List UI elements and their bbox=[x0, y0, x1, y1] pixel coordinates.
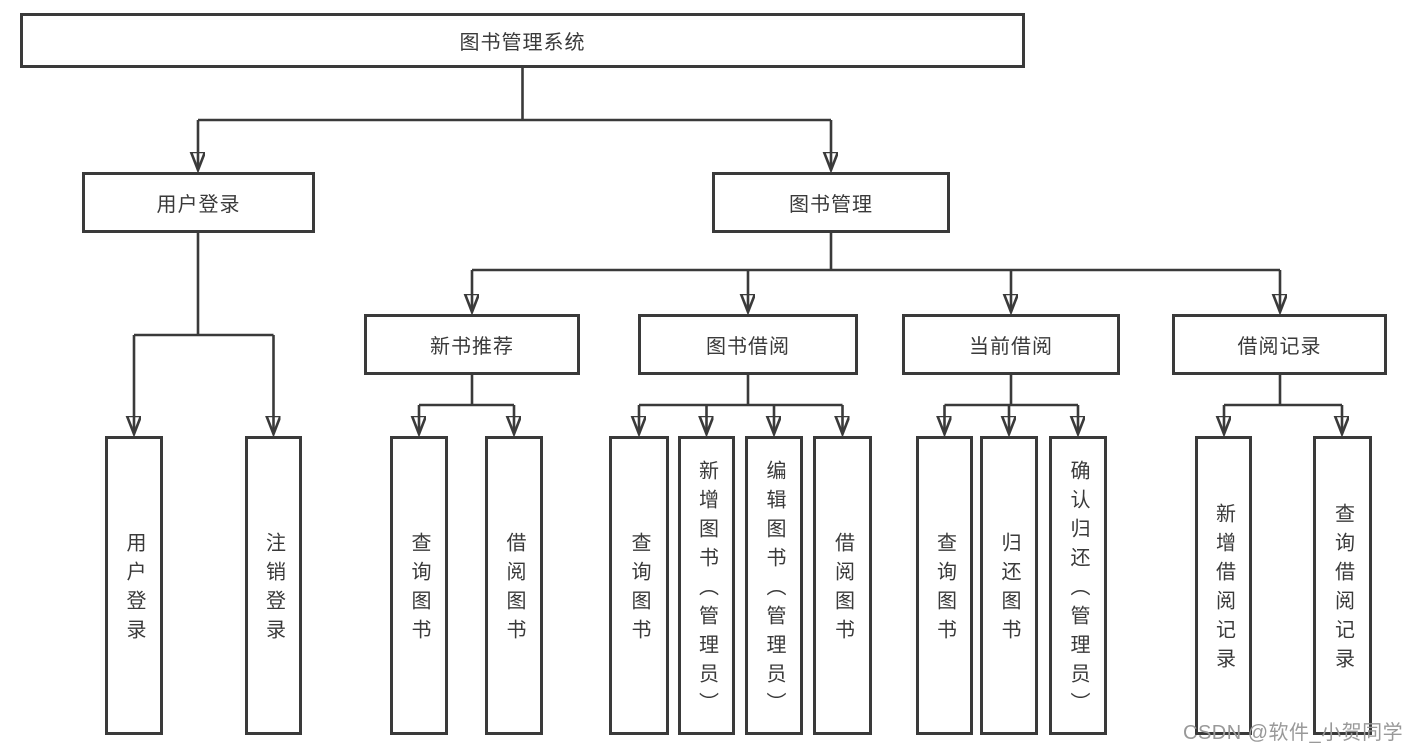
connector-newrec-to-leaves bbox=[419, 375, 514, 434]
node-new-book-recommendation-label: 新书推荐 bbox=[430, 336, 514, 358]
leaf-borrow-edit-book-admin-label: 编辑图书（管理员） bbox=[763, 459, 785, 721]
node-root-system: 图书管理系统 bbox=[20, 13, 1025, 68]
node-current-borrowing-label: 当前借阅 bbox=[969, 336, 1053, 358]
leaf-newrec-borrow-books-label: 借阅图书 bbox=[503, 532, 525, 648]
leaf-current-query-books: 查询图书 bbox=[916, 436, 973, 735]
leaf-records-query-record: 查询借阅记录 bbox=[1313, 436, 1372, 735]
leaf-newrec-borrow-books: 借阅图书 bbox=[485, 436, 543, 735]
node-borrowing-records-label: 借阅记录 bbox=[1237, 336, 1322, 358]
leaf-borrow-borrow-books: 借阅图书 bbox=[813, 436, 872, 735]
node-new-book-recommendation: 新书推荐 bbox=[364, 314, 580, 375]
leaf-user-login-label: 用户登录 bbox=[123, 532, 145, 648]
connector-line bbox=[472, 233, 1280, 272]
leaf-current-confirm-return-admin: 确认归还（管理员） bbox=[1049, 436, 1107, 735]
leaf-records-add-record: 新增借阅记录 bbox=[1195, 436, 1252, 735]
leaf-user-logout-label: 注销登录 bbox=[262, 532, 285, 648]
leaf-borrow-query-books-label: 查询图书 bbox=[628, 532, 650, 648]
leaf-user-logout: 注销登录 bbox=[245, 436, 302, 735]
leaf-borrow-query-books: 查询图书 bbox=[609, 436, 669, 735]
connector-borrow-to-leaves bbox=[639, 375, 843, 434]
node-book-management: 图书管理 bbox=[712, 172, 950, 233]
leaf-borrow-edit-book-admin: 编辑图书（管理员） bbox=[745, 436, 803, 735]
connector-line bbox=[419, 375, 514, 407]
node-user-login-branch: 用户登录 bbox=[82, 172, 315, 233]
leaf-records-query-record-label: 查询借阅记录 bbox=[1331, 503, 1354, 677]
node-borrowing-records: 借阅记录 bbox=[1172, 314, 1387, 375]
node-current-borrowing: 当前借阅 bbox=[902, 314, 1120, 375]
connector-userlogin-to-leaves bbox=[134, 233, 274, 434]
node-book-borrowing: 图书借阅 bbox=[638, 314, 858, 375]
leaf-current-query-books-label: 查询图书 bbox=[933, 532, 956, 648]
connector-line bbox=[198, 68, 831, 122]
connector-current-to-leaves bbox=[945, 375, 1079, 434]
leaf-borrow-add-book-admin-label: 新增图书（管理员） bbox=[695, 459, 718, 721]
connector-root-to-level2 bbox=[198, 68, 831, 170]
leaf-records-add-record-label: 新增借阅记录 bbox=[1212, 503, 1235, 677]
csdn-watermark: CSDN @软件_小贺同学 bbox=[1183, 722, 1404, 744]
connector-line bbox=[134, 233, 274, 337]
leaf-current-return-books: 归还图书 bbox=[980, 436, 1038, 735]
connector-bookmgmt-to-modules bbox=[472, 233, 1280, 312]
connector-records-to-leaves bbox=[1224, 375, 1342, 434]
leaf-borrow-add-book-admin: 新增图书（管理员） bbox=[678, 436, 735, 735]
leaf-newrec-query-books: 查询图书 bbox=[390, 436, 448, 735]
leaf-newrec-query-books-label: 查询图书 bbox=[408, 532, 430, 648]
node-book-management-label: 图书管理 bbox=[789, 194, 873, 216]
leaf-borrow-borrow-books-label: 借阅图书 bbox=[831, 532, 854, 648]
node-user-login-branch-label: 用户登录 bbox=[156, 194, 241, 216]
connector-line bbox=[1224, 375, 1342, 407]
connector-line bbox=[944, 375, 1078, 407]
leaf-current-return-books-label: 归还图书 bbox=[998, 532, 1020, 648]
leaf-user-login: 用户登录 bbox=[105, 436, 163, 735]
leaf-current-confirm-return-admin-label: 确认归还（管理员） bbox=[1067, 459, 1089, 721]
node-book-borrowing-label: 图书借阅 bbox=[706, 336, 790, 358]
connector-line bbox=[639, 375, 843, 407]
node-root-system-label: 图书管理系统 bbox=[459, 32, 586, 54]
